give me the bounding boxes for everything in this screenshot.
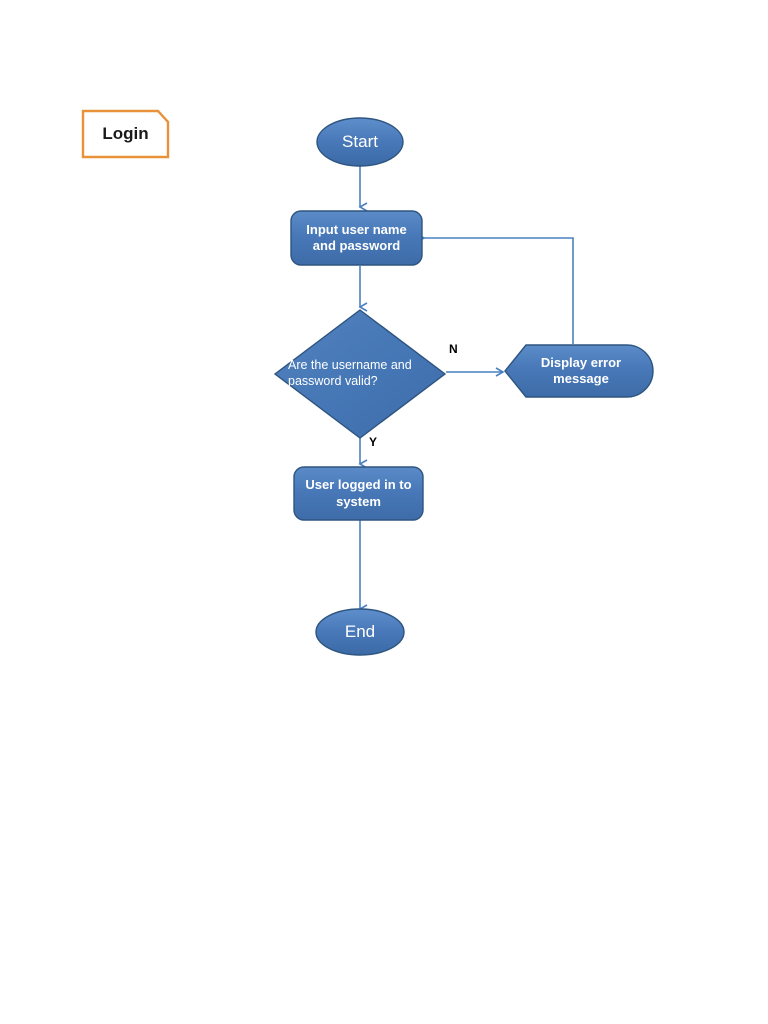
node-decision[interactable] bbox=[273, 309, 447, 439]
edge-label-no-text: N bbox=[449, 342, 458, 356]
node-end[interactable] bbox=[315, 608, 405, 656]
login-tag-label: Login bbox=[83, 111, 168, 157]
edge-label-no: N bbox=[449, 343, 458, 355]
connector-display-error-to-input bbox=[416, 233, 574, 344]
node-logged-in[interactable] bbox=[293, 466, 424, 521]
node-display-error[interactable] bbox=[504, 344, 654, 398]
node-input[interactable] bbox=[290, 210, 423, 266]
node-start[interactable] bbox=[316, 117, 404, 167]
edge-label-yes: Y bbox=[369, 436, 377, 448]
login-tag-text: Login bbox=[102, 124, 149, 143]
edge-label-yes-text: Y bbox=[369, 435, 378, 449]
login-tag-shape bbox=[81, 109, 170, 159]
